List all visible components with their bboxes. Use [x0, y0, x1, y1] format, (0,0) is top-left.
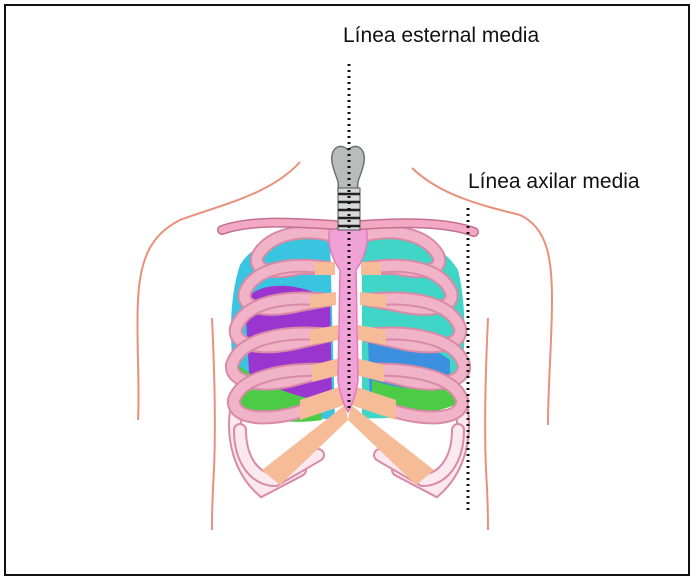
right-ribs [354, 225, 471, 425]
clavicles [217, 217, 479, 237]
trachea-icon [331, 145, 365, 231]
axillary-line-label: Línea axilar media [468, 170, 640, 193]
sternal-line-label: Línea esternal media [343, 24, 540, 47]
costal-cartilages [262, 262, 434, 485]
body-outline [136, 161, 554, 531]
left-ribs [225, 225, 342, 425]
